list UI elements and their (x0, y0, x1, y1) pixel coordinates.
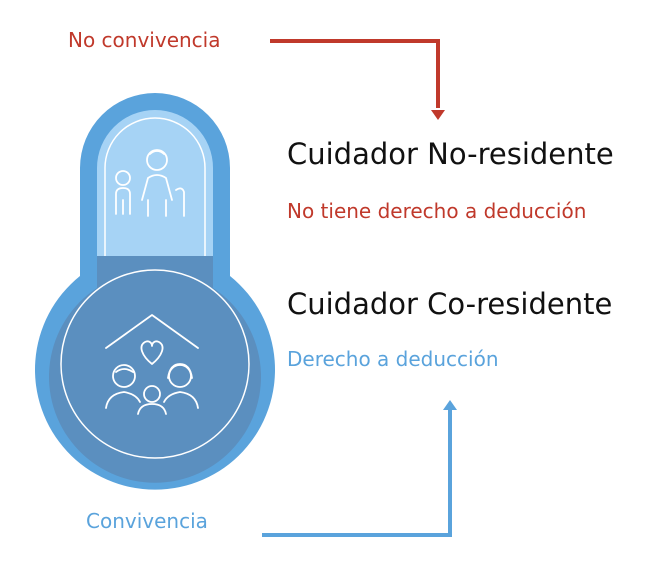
red-arrowhead (431, 110, 445, 120)
non-resident-caregiver-note: No tiene derecho a deducción (287, 199, 587, 223)
child-and-elderly-person-icon (115, 149, 185, 217)
thermometer-bulb-outline (60, 269, 250, 459)
convivencia-label: Convivencia (86, 509, 208, 533)
co-resident-caregiver-note: Derecho a deducción (287, 347, 499, 371)
thermometer-top-outline (104, 117, 206, 256)
no-convivencia-label: No convivencia (68, 28, 221, 52)
thermometer (35, 93, 276, 490)
blue-arrowhead (443, 400, 457, 410)
thermometer-top-chamber (97, 110, 213, 256)
family-under-roof-with-heart-icon (105, 314, 199, 415)
co-resident-caregiver-title: Cuidador Co-residente (287, 287, 613, 321)
convivencia-connector (262, 400, 457, 537)
thermometer-bottom-chamber (49, 256, 262, 483)
non-resident-caregiver-title: Cuidador No-residente (287, 137, 614, 171)
no-convivencia-connector (270, 39, 445, 120)
